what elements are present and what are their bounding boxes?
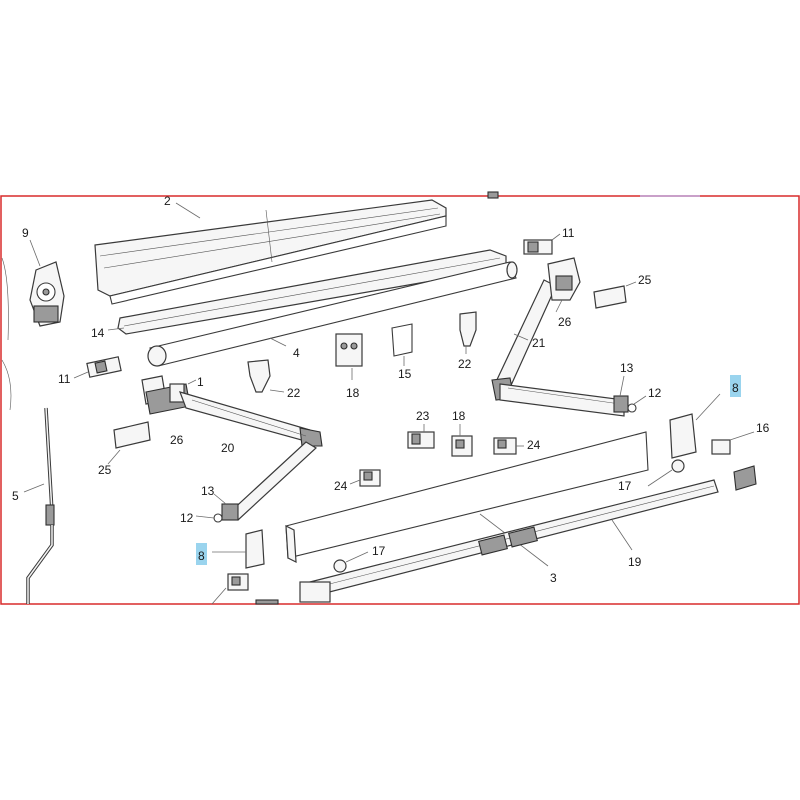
callout-3: 3 [550, 571, 557, 585]
callout-23: 23 [416, 409, 430, 423]
part-25-left-plate [107, 421, 151, 465]
callout-13-right: 13 [620, 361, 634, 375]
part-15-spacer-plate [391, 323, 413, 366]
part-19-lower-rail [299, 479, 719, 603]
callout-25-left: 25 [98, 463, 112, 477]
part-12-13-right-joint [613, 375, 647, 413]
callout-13-left: 13 [201, 484, 215, 498]
part-12-13-left-joint [195, 493, 239, 523]
callout-14: 14 [91, 326, 105, 340]
part-18-mid-fitting [451, 424, 473, 457]
part-bottom-left-bracket [211, 573, 279, 605]
part-25-right-plate [593, 281, 637, 309]
part-5-crank-handle [23, 407, 55, 604]
part-17-left-fitting [333, 551, 369, 573]
callout-16: 16 [756, 421, 770, 435]
callout-17-right: 17 [618, 479, 632, 493]
callout-20: 20 [221, 441, 235, 455]
diagram-frame [0, 195, 800, 605]
top-edge-fragments [487, 191, 700, 199]
callout-9: 9 [22, 226, 29, 240]
callout-5: 5 [12, 489, 19, 503]
callout-24-right: 24 [527, 438, 541, 452]
part-21-right-arm [491, 279, 625, 417]
part-17-right-fitting [647, 459, 685, 487]
highlight-8-right [730, 375, 741, 397]
callout-4: 4 [293, 346, 300, 360]
callout-12-right: 12 [648, 386, 662, 400]
part-16-cap [711, 431, 757, 491]
callout-19: 19 [628, 555, 642, 569]
part-11-right-bracket [523, 233, 561, 255]
part-23-connector [407, 424, 435, 449]
callout-2: 2 [164, 194, 171, 208]
part-9-gear-housing [29, 239, 65, 327]
part-8-left-end-cap [212, 529, 265, 569]
callout-labels: 1 2 3 4 5 8 8 9 11 11 12 12 13 13 14 15 … [12, 194, 770, 585]
left-edge-fragment-2 [1, 359, 12, 411]
highlight-8-left [196, 543, 207, 565]
callout-26-right: 26 [558, 315, 572, 329]
callout-21: 21 [532, 336, 546, 350]
part-11-left-bracket [73, 356, 122, 379]
part-20-left-arm [179, 391, 323, 521]
part-3-front-bar [285, 431, 649, 567]
left-edge-fragment [1, 257, 9, 341]
callout-18-top: 18 [346, 386, 360, 400]
callout-22-left: 22 [287, 386, 301, 400]
part-22-left-clip [247, 359, 285, 393]
part-26-right-joint [547, 257, 581, 313]
callout-24-left: 24 [334, 479, 348, 493]
part-18-top-fitting [335, 333, 363, 380]
part-1-left-end-cap [141, 375, 197, 415]
callout-25-right: 25 [638, 273, 652, 287]
callout-22-right: 22 [458, 357, 472, 371]
callout-15: 15 [398, 367, 412, 381]
part-2-cassette-profile [94, 199, 447, 305]
callout-8-left: 8 [198, 549, 205, 563]
callout-1: 1 [197, 375, 204, 389]
callout-17-left: 17 [372, 544, 386, 558]
part-24-left-fitting [349, 469, 381, 487]
callout-26-left: 26 [170, 433, 184, 447]
part-8-right-end-cap [669, 393, 721, 459]
part-4-roller-tube [147, 261, 518, 367]
callout-12-left: 12 [180, 511, 194, 525]
callout-18-mid: 18 [452, 409, 466, 423]
callout-11-left: 11 [58, 372, 71, 386]
part-22-right-clip [459, 311, 477, 354]
callout-8-right: 8 [732, 381, 739, 395]
part-24-right-fitting [493, 437, 524, 455]
callout-11-right: 11 [562, 226, 575, 240]
